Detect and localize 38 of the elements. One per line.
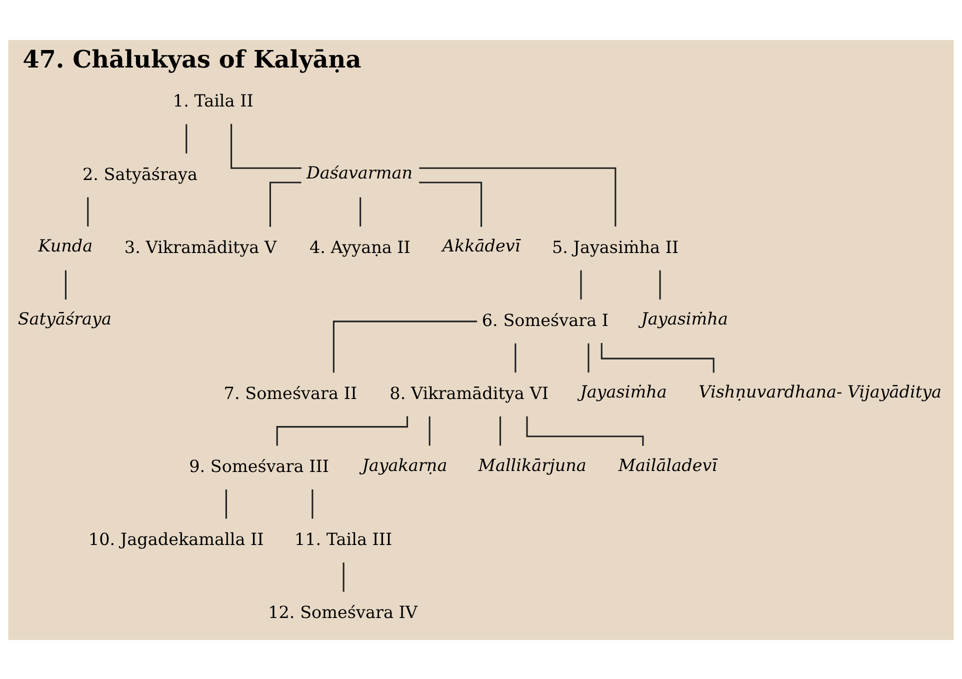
connector bbox=[514, 342, 516, 372]
node-text: Kunda bbox=[38, 235, 93, 256]
connector bbox=[360, 196, 362, 226]
node-text: Daśavarman bbox=[306, 162, 413, 182]
node-text: 4. Ayyaṇa II bbox=[309, 236, 410, 256]
connector bbox=[419, 166, 616, 226]
node-text: 12. Someśvara IV bbox=[268, 602, 418, 622]
connector bbox=[87, 196, 89, 226]
connector bbox=[230, 123, 302, 168]
connector bbox=[225, 488, 227, 518]
connector bbox=[269, 181, 302, 226]
connector bbox=[419, 181, 482, 226]
node-text: 1. Taila II bbox=[172, 90, 254, 110]
connector bbox=[428, 416, 430, 446]
connector bbox=[312, 488, 314, 518]
node-text: 7. Someśvara II bbox=[224, 382, 358, 402]
connector bbox=[588, 342, 590, 372]
connector bbox=[580, 270, 582, 300]
node-text: 8. Vikramāditya VI bbox=[390, 382, 548, 402]
node-text: 9. Someśvara III bbox=[189, 455, 329, 476]
node-text: Satyāśraya bbox=[18, 308, 112, 328]
node-text: 3. Vikramāditya V bbox=[124, 236, 277, 256]
connector bbox=[64, 270, 66, 300]
node-text: 2. Satyāśraya bbox=[82, 163, 198, 184]
node-text: Mailāladevī bbox=[618, 454, 718, 474]
node-text: 11. Taila III bbox=[294, 528, 392, 549]
connector bbox=[332, 320, 478, 372]
node-text: Akkādevī bbox=[442, 235, 520, 256]
node-text: 5. Jayasiṁha II bbox=[552, 236, 679, 256]
connector bbox=[342, 562, 344, 592]
connector bbox=[499, 416, 502, 446]
node-text: 6. Someśvara I bbox=[482, 309, 609, 330]
node-text: Mallikārjuna bbox=[478, 454, 586, 474]
node-text: 10. Jagadekamalla II bbox=[88, 528, 264, 549]
connector bbox=[659, 270, 661, 300]
diagram-title: 47. Chālukyas of Kalyāṇa bbox=[22, 45, 362, 74]
connector bbox=[186, 124, 188, 153]
node-text: Vishṇuvardhana- Vijayāditya bbox=[698, 381, 942, 402]
